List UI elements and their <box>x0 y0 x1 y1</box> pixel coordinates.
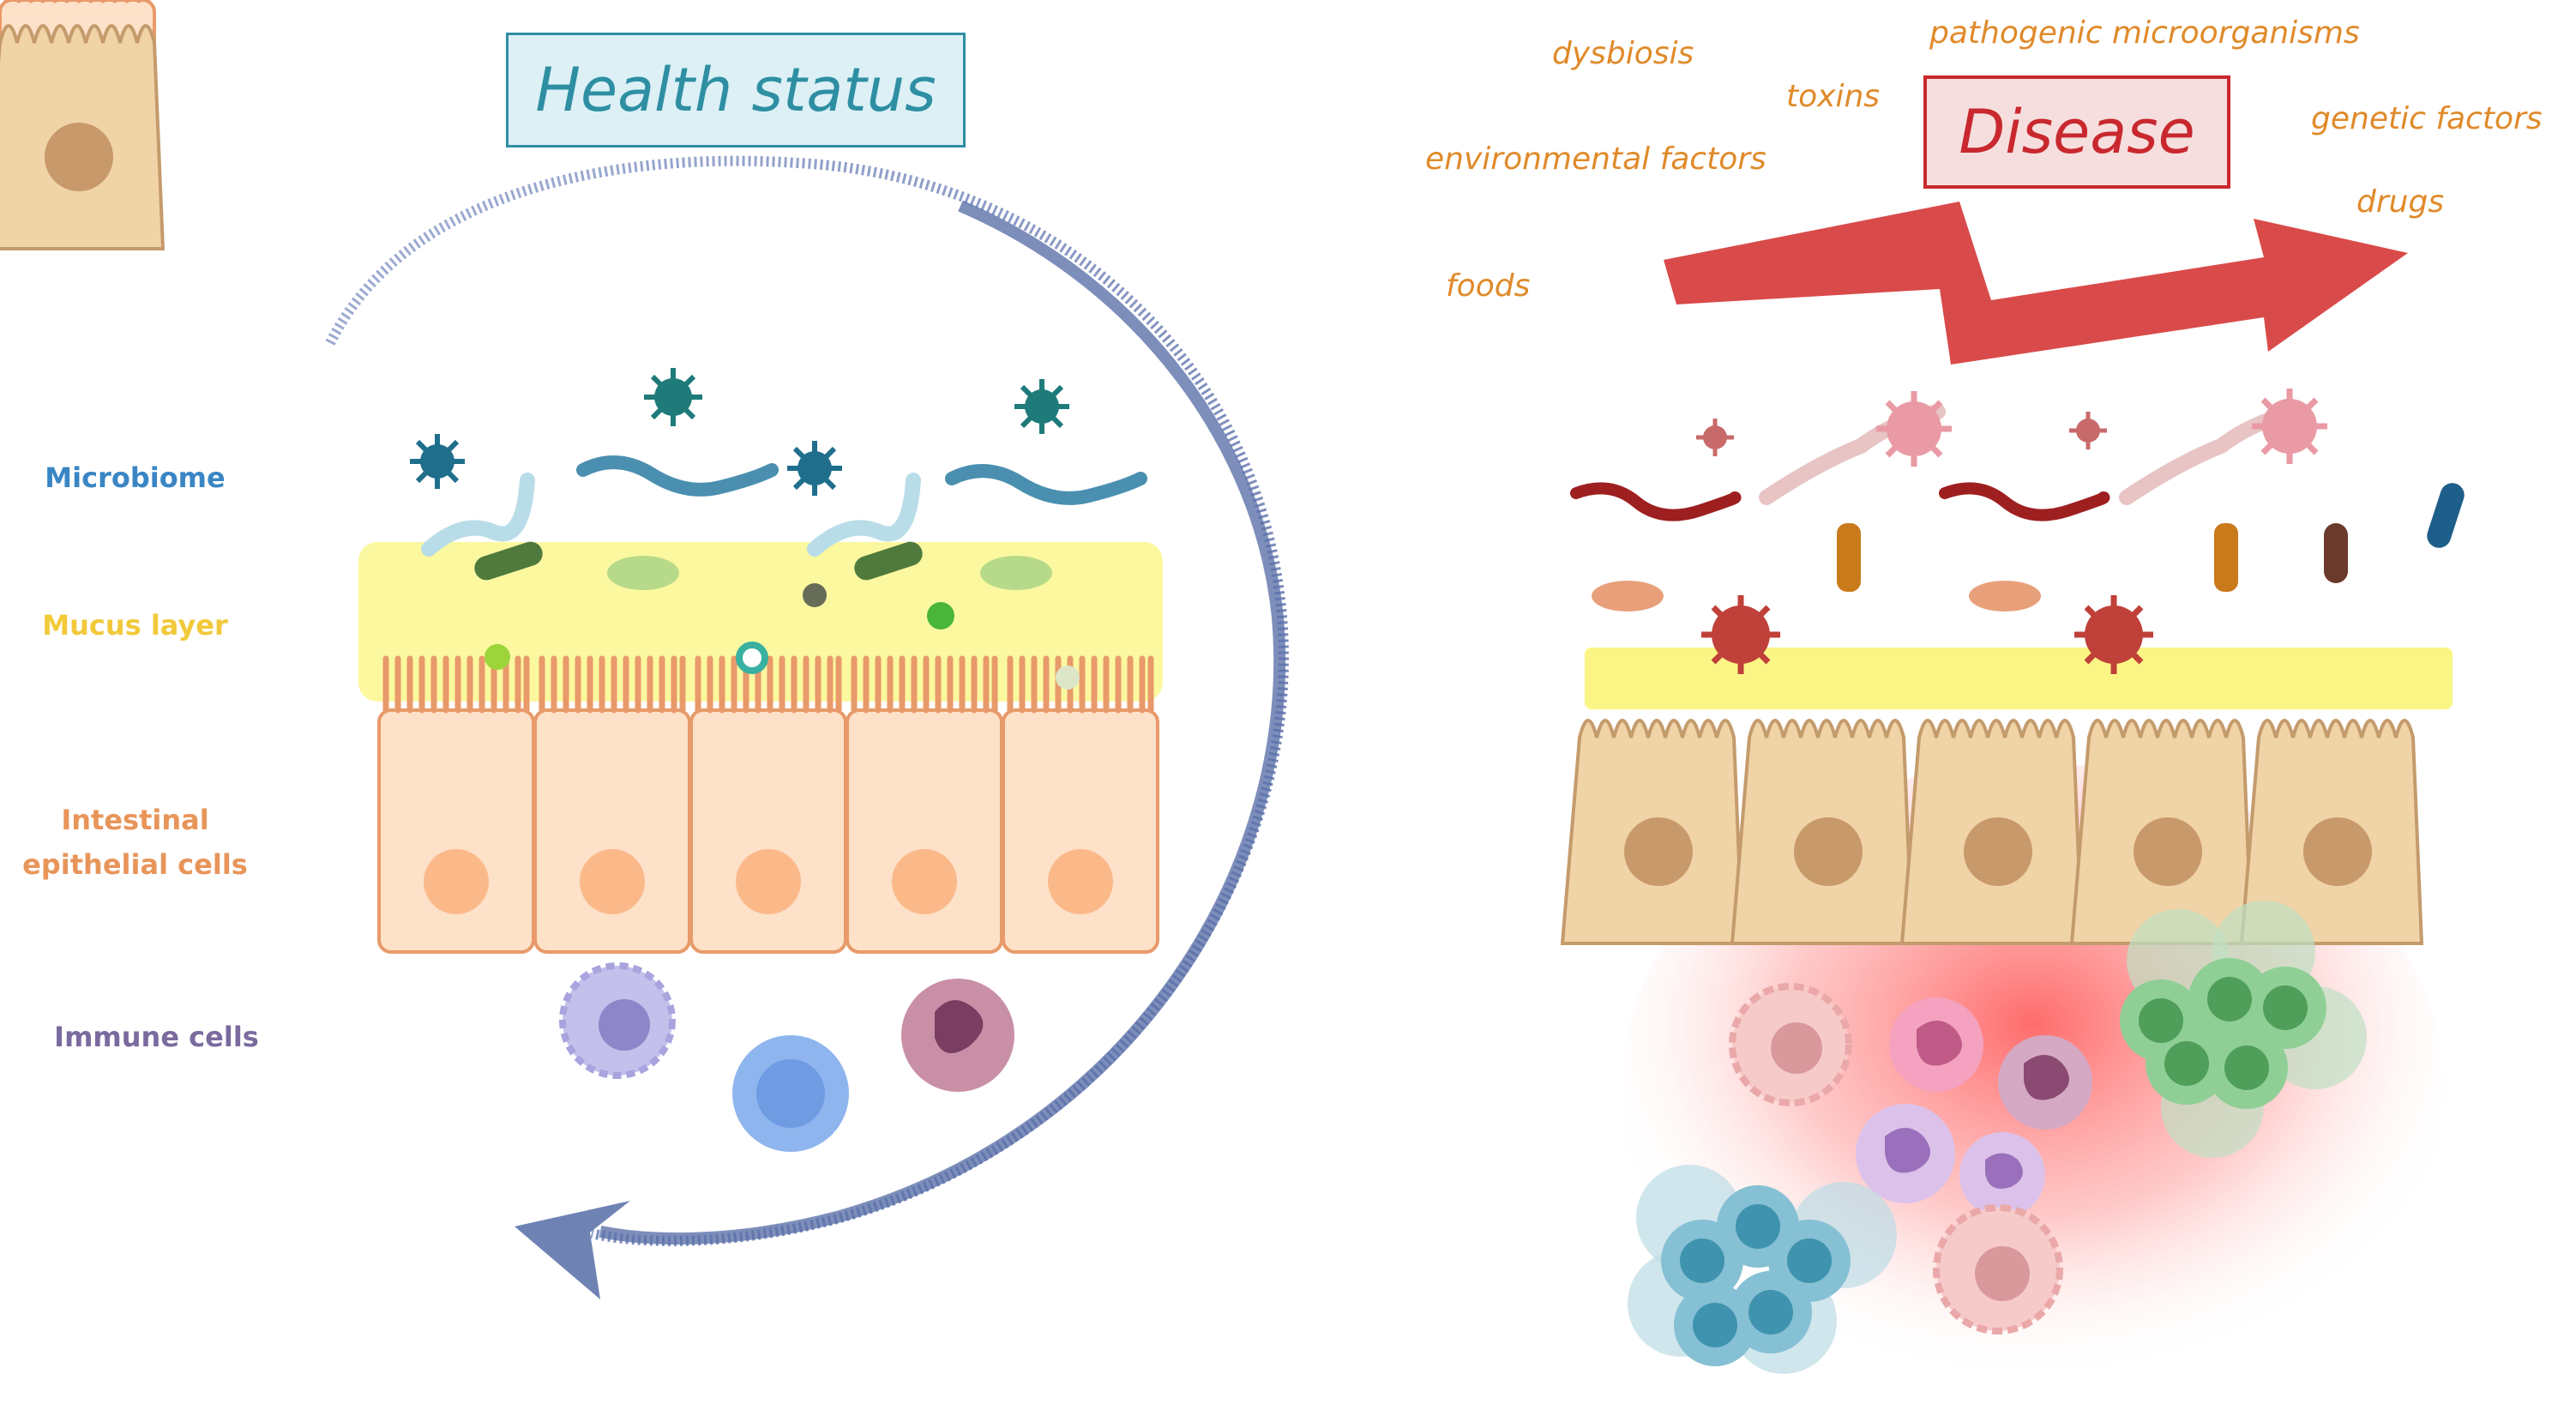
immune-cell-icon <box>1856 1104 1955 1203</box>
bacterium-icon <box>421 473 535 557</box>
virus-icon <box>1696 419 1734 456</box>
health-status-title: Health status <box>506 33 966 148</box>
virus-icon <box>410 434 465 489</box>
epithelial-cells-disease <box>0 24 2423 945</box>
immune-cell-cluster-blue <box>1628 1165 1897 1374</box>
virus-icon <box>1876 391 1952 467</box>
label-intestinal-epithelial-cells: Intestinal epithelial cells <box>17 798 253 887</box>
bacterium-icon <box>807 473 921 557</box>
factor-environmental: environmental factors <box>1425 142 1766 177</box>
immune-cell-cluster-green <box>2120 901 2367 1158</box>
factor-foods: foods <box>1446 268 1531 304</box>
immune-cell-icon <box>1933 1204 2063 1335</box>
immune-infiltration <box>1628 901 2367 1374</box>
label-intestinal-line2: epithelial cells <box>22 848 248 881</box>
virus-icon <box>2252 389 2327 464</box>
bacterium-icon <box>1969 581 2041 612</box>
bacterium-icon <box>2427 483 2465 548</box>
bacterium-icon <box>1592 581 1664 612</box>
virus-icon <box>2069 412 2107 449</box>
bacterium-icon <box>2214 523 2238 592</box>
immune-cell-icon <box>1959 1132 2045 1218</box>
factor-pathogenic-microorganisms: pathogenic microorganisms <box>1929 15 2360 51</box>
immune-cell-icon <box>559 962 676 1079</box>
label-mucus-layer: Mucus layer <box>42 609 228 642</box>
thin-mucus-layer <box>1585 648 2453 709</box>
virus-icon <box>787 441 842 496</box>
disease-title: Disease <box>1923 75 2230 189</box>
bacterium-icon <box>607 556 679 590</box>
immune-cell-icon <box>732 1035 849 1152</box>
label-immune-cells: Immune cells <box>54 1021 259 1053</box>
factor-toxins: toxins <box>1786 79 1881 114</box>
immune-cells-healthy <box>559 962 1014 1152</box>
label-intestinal-line1: Intestinal <box>61 804 209 836</box>
zigzag-arrow-icon <box>1664 202 2408 365</box>
bacterium-icon <box>980 556 1052 590</box>
label-microbiome: Microbiome <box>45 461 226 494</box>
factor-genetic: genetic factors <box>2311 101 2543 136</box>
virus-icon <box>644 368 702 426</box>
immune-cell-icon <box>1889 997 1983 1092</box>
microbes-healthy <box>410 368 1147 690</box>
bacterium-icon <box>2324 523 2348 583</box>
virus-icon <box>1701 595 1780 674</box>
bacterium-icon <box>1939 482 2110 521</box>
factor-drugs: drugs <box>2356 184 2445 220</box>
bacterium-icon <box>1570 482 1742 521</box>
factor-dysbiosis: dysbiosis <box>1552 36 1694 71</box>
bacterium-icon <box>576 455 779 497</box>
virus-icon <box>1014 379 1069 434</box>
bacterium-icon <box>1837 523 1861 592</box>
bacterium-icon <box>474 541 543 581</box>
virus-icon <box>2074 595 2153 674</box>
immune-cell-icon <box>901 979 1014 1092</box>
immune-cell-icon <box>1998 1035 2092 1130</box>
cycle-arrow-icon <box>325 155 1289 1299</box>
bacterium-icon <box>945 464 1147 505</box>
bacterium-icon <box>854 541 923 581</box>
pathogens-disease <box>1570 389 2465 674</box>
immune-cell-icon <box>1729 983 1852 1106</box>
